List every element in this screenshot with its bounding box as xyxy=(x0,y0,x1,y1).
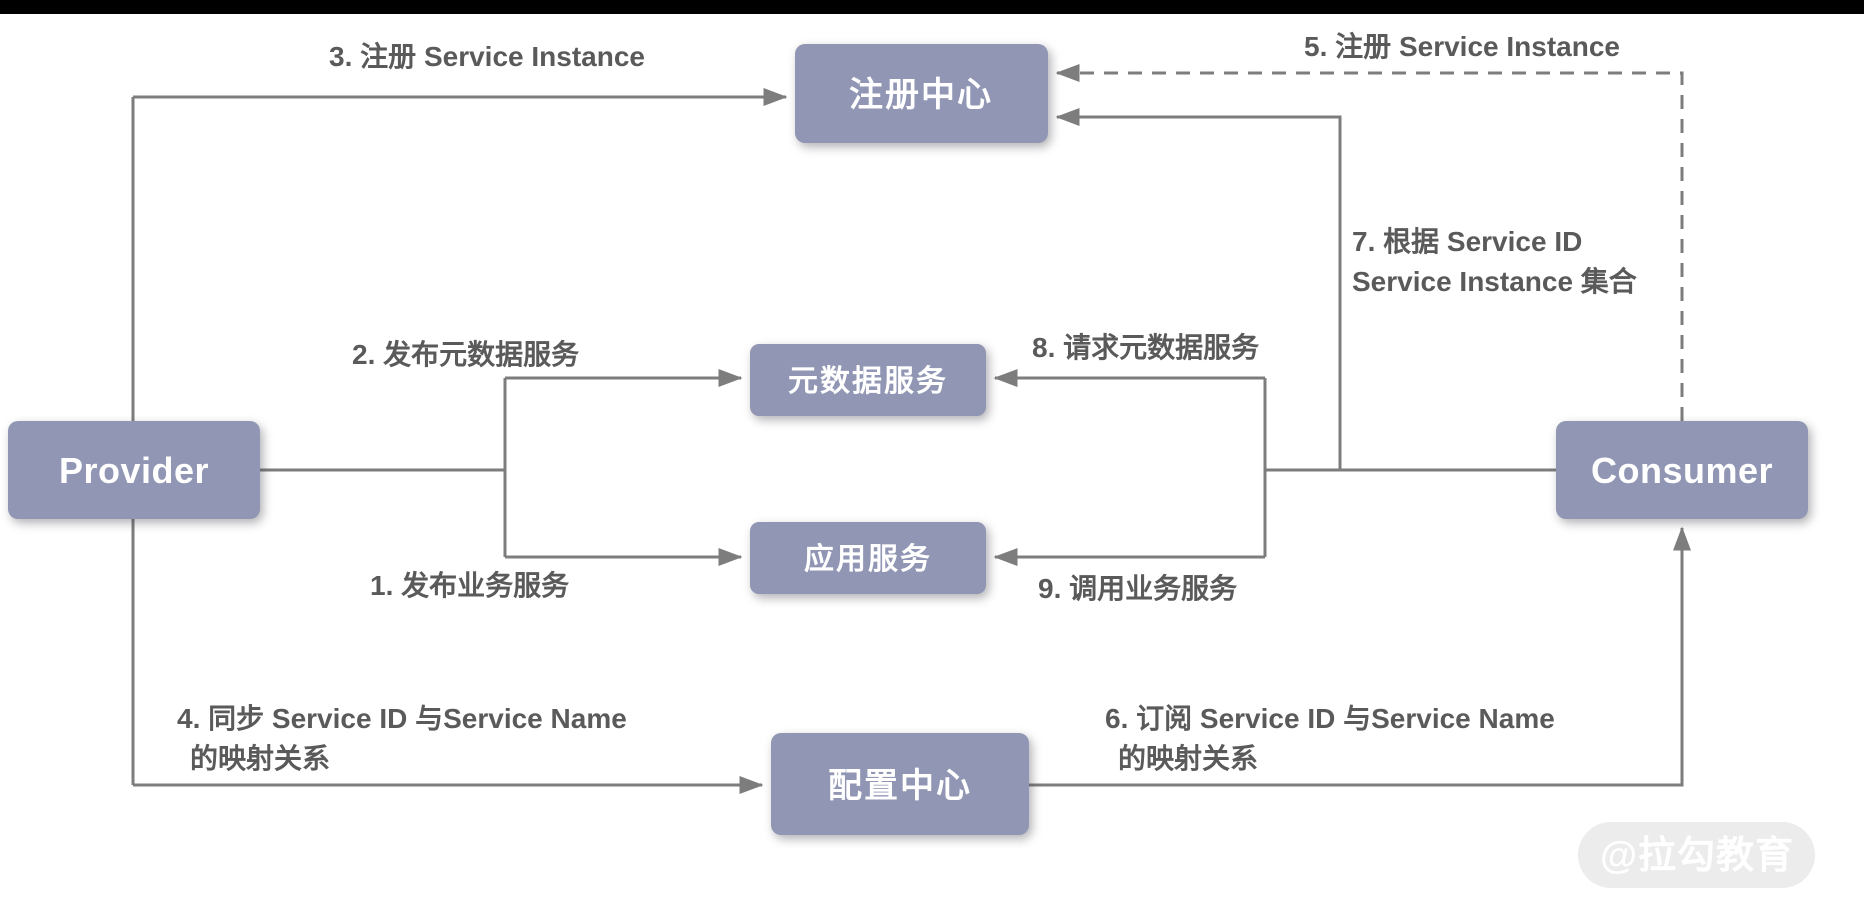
node-consumer: Consumer xyxy=(1556,421,1808,519)
watermark-pill xyxy=(1578,822,1815,888)
edge-label-4-line1: 4. 同步 Service ID 与Service Name xyxy=(177,703,627,734)
node-consumer-box xyxy=(1556,421,1808,519)
edge-label-6-line1: 6. 订阅 Service ID 与Service Name xyxy=(1105,703,1555,734)
node-config-center-label: 配置中心 xyxy=(828,767,972,805)
edge-labels: 3. 注册 Service Instance 5. 注册 Service Ins… xyxy=(177,30,1638,774)
nodes: 注册中心 Provider Consumer 元数据服务 应用服务 配置中心 xyxy=(8,44,1808,835)
node-app-service: 应用服务 xyxy=(750,522,986,594)
edge-label-5: 5. 注册 Service Instance xyxy=(1304,30,1620,62)
edge-label-6-line2: 的映射关系 xyxy=(1118,742,1258,774)
edge-label-9: 9. 调用业务服务 xyxy=(1038,573,1237,604)
edge-label-3: 3. 注册 Service Instance xyxy=(329,40,645,72)
node-provider: Provider xyxy=(8,421,260,519)
edge-label-7-line2: Service Instance 集合 xyxy=(1352,265,1638,297)
node-metadata-service: 元数据服务 xyxy=(750,344,986,416)
edge-label-4-line2: 的映射关系 xyxy=(190,742,330,774)
connector-5-consumer-to-registry-dashed xyxy=(1055,64,1684,421)
letterbox-top-bar xyxy=(0,0,1864,14)
edge-label-7-line1: 7. 根据 Service ID xyxy=(1352,226,1582,257)
connectors xyxy=(131,64,1691,794)
edge-label-8: 8. 请求元数据服务 xyxy=(1032,332,1259,363)
node-app-service-box xyxy=(750,522,986,594)
node-registry-label: 注册中心 xyxy=(849,76,993,114)
edge-label-2: 2. 发布元数据服务 xyxy=(352,338,579,370)
node-config-center-box xyxy=(771,733,1029,835)
node-consumer-label: Consumer xyxy=(1591,450,1773,491)
edge-label-1: 1. 发布业务服务 xyxy=(370,569,569,601)
node-metadata-service-label: 元数据服务 xyxy=(788,365,948,398)
connector-6-config-to-consumer xyxy=(1029,526,1691,787)
node-metadata-service-box xyxy=(750,344,986,416)
node-config-center: 配置中心 xyxy=(771,733,1029,835)
node-registry: 注册中心 xyxy=(795,44,1048,143)
node-provider-label: Provider xyxy=(59,450,209,491)
connector-7-consumer-to-registry xyxy=(1055,108,1342,470)
watermark-label: @拉勾教育 xyxy=(1600,835,1794,877)
node-app-service-label: 应用服务 xyxy=(804,542,932,576)
node-provider-box xyxy=(8,421,260,519)
node-registry-box xyxy=(795,44,1048,143)
watermark: @拉勾教育 xyxy=(1578,822,1815,888)
